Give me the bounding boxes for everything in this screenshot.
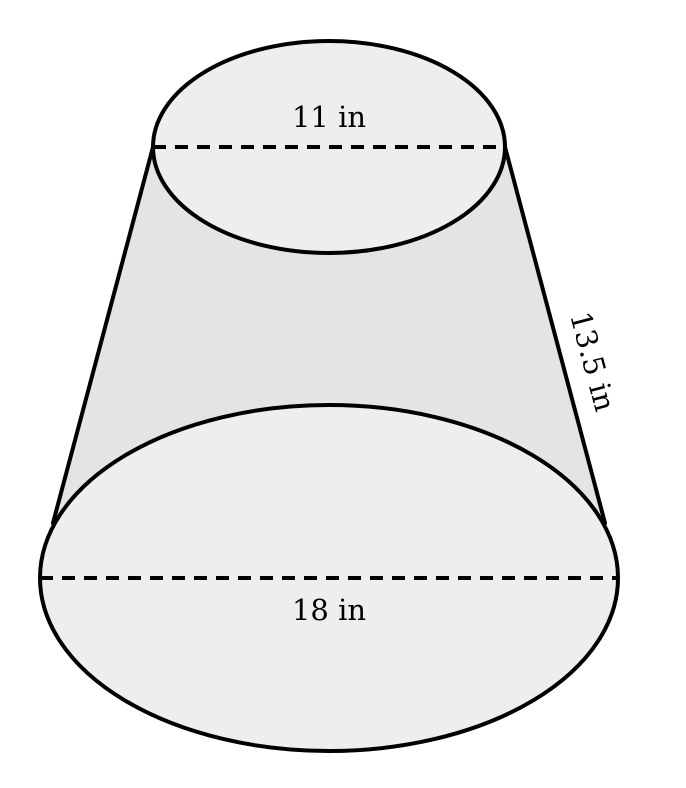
right-slant-edge — [503, 145, 607, 525]
top-diameter-label: 11 in — [292, 100, 366, 134]
left-slant-edge — [51, 145, 155, 525]
bottom-diameter-label: 18 in — [292, 593, 366, 627]
